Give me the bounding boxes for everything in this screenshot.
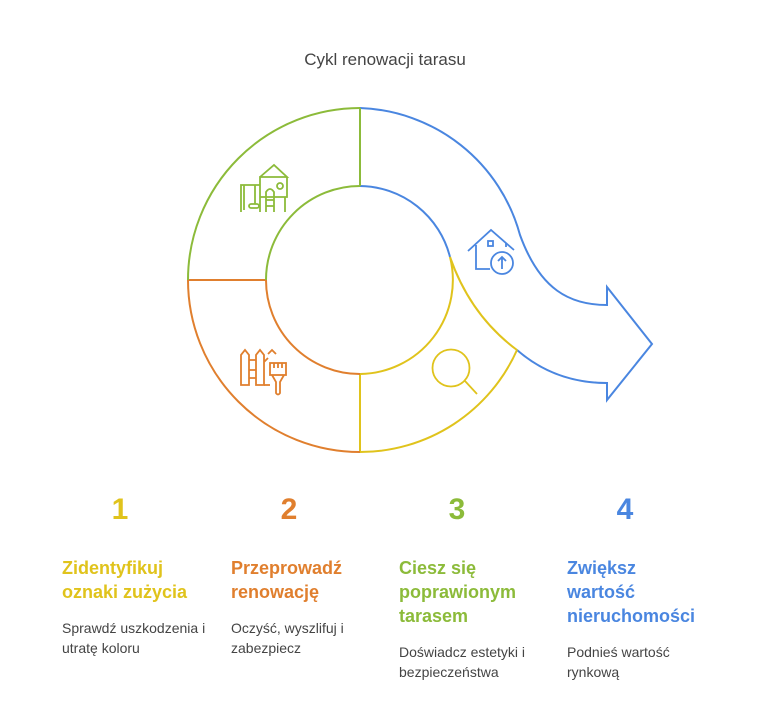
step-description: Podnieś wartość rynkową bbox=[567, 644, 670, 680]
step-2: 2 Przeprowadź renowację Oczyść, wyszlifu… bbox=[231, 490, 391, 658]
step-heading: Przeprowadź renowację bbox=[231, 558, 343, 602]
step-number: 2 bbox=[280, 493, 298, 526]
step-number: 1 bbox=[111, 493, 129, 526]
step-4: 4 Zwiększ wartość nieruchomości Podnieś … bbox=[567, 490, 727, 682]
segment-increase-value bbox=[359, 107, 654, 403]
step-heading: Zidentyfikuj oznaki zużycia bbox=[62, 558, 188, 602]
step-number: 4 bbox=[616, 493, 634, 526]
step-number: 3 bbox=[448, 493, 466, 526]
magnifier-icon bbox=[431, 348, 478, 395]
step-heading: Ciesz się poprawionym tarasem bbox=[399, 558, 517, 626]
segment-renovate bbox=[187, 279, 361, 453]
step-1: 1 Zidentyfikuj oznaki zużycia Sprawdź us… bbox=[62, 490, 222, 658]
step-description: Sprawdź uszkodzenia i utratę koloru bbox=[62, 620, 206, 656]
step-description: Oczyść, wyszlifuj i zabezpiecz bbox=[231, 620, 344, 656]
step-description: Doświadcz estetyki i bezpieczeństwa bbox=[399, 644, 526, 680]
playground-icon bbox=[240, 163, 290, 212]
segment-enjoy bbox=[187, 107, 361, 281]
house-value-icon bbox=[467, 228, 515, 275]
segment-identify bbox=[359, 256, 518, 453]
fence-brush-icon bbox=[240, 348, 287, 396]
step-heading: Zwiększ wartość nieruchomości bbox=[567, 558, 696, 626]
diagram-title: Cykl renowacji tarasu bbox=[304, 50, 466, 69]
step-3: 3 Ciesz się poprawionym tarasem Doświadc… bbox=[399, 490, 559, 682]
